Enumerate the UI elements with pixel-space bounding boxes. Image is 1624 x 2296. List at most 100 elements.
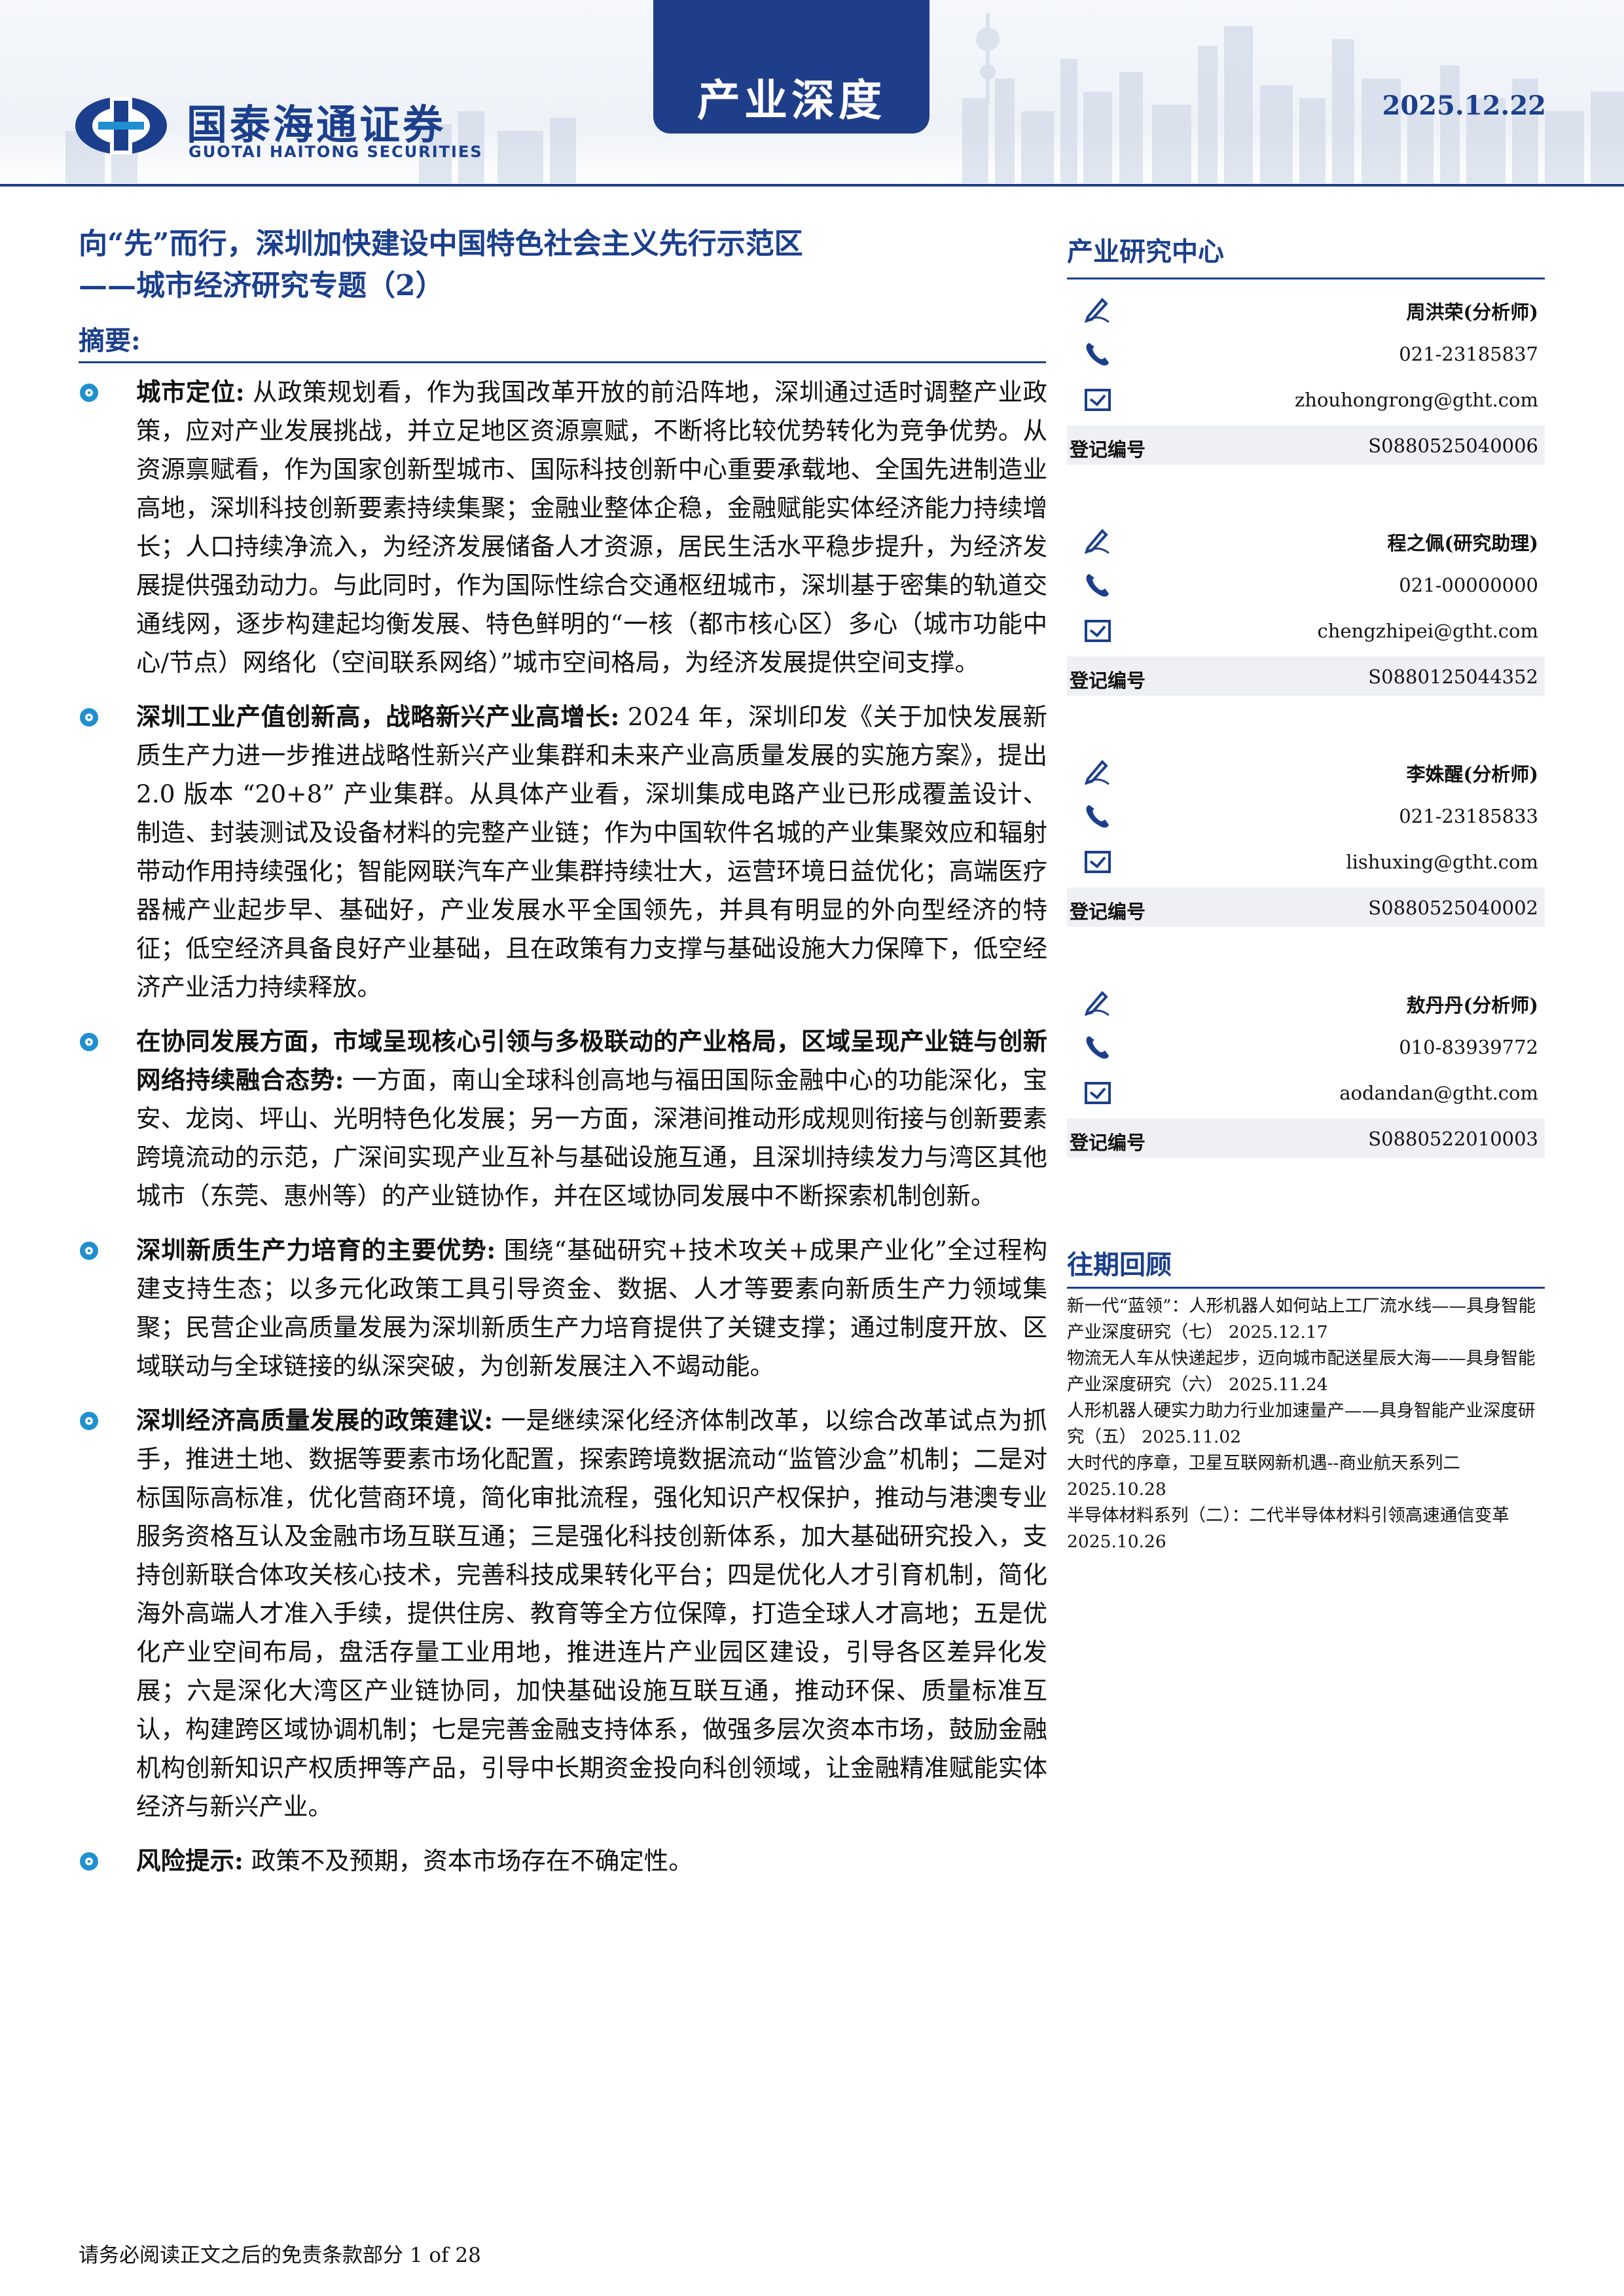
- analyst-name-row: 周洪荣(分析师): [1067, 288, 1545, 327]
- past-report-link[interactable]: 大时代的序章，卫星互联网新机遇--商业航天系列二 2025.10.28: [1067, 1453, 1460, 1499]
- abstract-item-coordination: 在协同发展方面，市域呈现核心引领与多极联动的产业格局，区域呈现产业链与创新网络持…: [79, 1022, 1047, 1215]
- abstract-item-text: 一是继续深化经济体制改革，以综合改革试点为抓手，推进土地、数据等要素市场化配置，…: [136, 1406, 1047, 1821]
- abstract-item-text: 2024 年，深圳印发《关于加快发展新质生产力进一步推进战略性新兴产业集群和未来…: [136, 702, 1048, 1001]
- analyst-email-row[interactable]: lishuxing@gtht.com: [1067, 842, 1545, 881]
- analyst-name: 敖丹丹(分析师): [1406, 994, 1538, 1016]
- abstract-item-lead: 深圳新质生产力培育的主要优势:: [136, 1236, 496, 1265]
- past-reports-list: 新一代“蓝领”：人形机器人如何站上工厂流水线——具身智能产业深度研究（七） 20…: [1067, 1293, 1549, 1555]
- analyst-reg-row: 登记编号 S0880525040002: [1067, 888, 1545, 927]
- analyst-phone: 021-23185833: [1399, 805, 1538, 827]
- bullet-icon: [80, 1242, 98, 1260]
- analyst-name: 周洪荣(分析师): [1406, 301, 1538, 323]
- analyst-card: 敖丹丹(分析师) 010-83939772 aodandan@gtht.com …: [1067, 981, 1545, 1177]
- bullet-icon: [80, 384, 98, 402]
- abstract-label: 摘要:: [79, 325, 141, 356]
- analyst-email-row[interactable]: zhouhongrong@gtht.com: [1067, 380, 1545, 419]
- abstract-item-advantages: 深圳新质生产力培育的主要优势: 围绕“基础研究+技术攻关+成果产业化”全过程构建…: [79, 1231, 1047, 1386]
- pen-icon: [1084, 760, 1110, 785]
- abstract-item-lead: 深圳工业产值创新高，战略新兴产业高增长:: [136, 702, 620, 731]
- analyst-name-row: 程之佩(研究助理): [1067, 519, 1545, 558]
- bullet-icon: [80, 1412, 98, 1430]
- analyst-phone-row: 010-83939772: [1067, 1027, 1545, 1066]
- analyst-email-link[interactable]: aodandan@gtht.com: [1339, 1082, 1538, 1104]
- analyst-name-row: 李姝醒(分析师): [1067, 750, 1545, 789]
- reg-label: 登记编号: [1070, 670, 1146, 692]
- past-report-link[interactable]: 新一代“蓝领”：人形机器人如何站上工厂流水线——具身智能产业深度研究（七） 20…: [1067, 1296, 1536, 1342]
- report-date: 2025.12.22: [1382, 90, 1546, 121]
- analyst-phone: 010-83939772: [1399, 1036, 1538, 1058]
- analyst-name-row: 敖丹丹(分析师): [1067, 981, 1545, 1020]
- past-reports-title: 往期回顾: [1067, 1249, 1172, 1280]
- abstract-item-lead: 风险提示:: [136, 1846, 244, 1875]
- abstract-item-policy: 深圳经济高质量发展的政策建议: 一是继续深化经济体制改革，以综合改革试点为抓手，…: [79, 1401, 1047, 1826]
- email-icon: [1085, 389, 1111, 411]
- analyst-reg-row: 登记编号 S0880522010003: [1067, 1119, 1545, 1158]
- analyst-card: 李姝醒(分析师) 021-23185833 lishuxing@gtht.com…: [1067, 750, 1545, 946]
- email-icon: [1085, 851, 1111, 873]
- header-rule: [0, 184, 1624, 187]
- analyst-email-link[interactable]: zhouhongrong@gtht.com: [1294, 389, 1538, 411]
- guotai-haitong-logo: [75, 97, 167, 154]
- analyst-reg-row: 登记编号 S0880525040006: [1067, 425, 1545, 465]
- abstract-divider: [79, 361, 1046, 363]
- analyst-email-row[interactable]: aodandan@gtht.com: [1067, 1073, 1545, 1112]
- analyst-reg-number: S0880525040002: [1368, 897, 1538, 919]
- analyst-phone-row: 021-23185837: [1067, 334, 1545, 373]
- past-report-link[interactable]: 物流无人车从快递起步，迈向城市配送星辰大海——具身智能产业深度研究（六） 202…: [1067, 1348, 1536, 1395]
- phone-icon: [1086, 1036, 1109, 1059]
- past-report-link[interactable]: 半导体材料系列（二）：二代半导体材料引领高速通信变革 2025.10.26: [1067, 1505, 1509, 1552]
- analyst-card: 程之佩(研究助理) 021-00000000 chengzhipei@gtht.…: [1067, 519, 1545, 715]
- abstract-item-lead: 城市定位:: [136, 378, 245, 406]
- bullet-icon: [80, 1033, 98, 1051]
- bullet-icon: [80, 708, 98, 726]
- reg-label: 登记编号: [1070, 901, 1146, 923]
- abstract-item-text: 围绕“基础研究+技术攻关+成果产业化”全过程构建支持生态；以多元化政策工具引导资…: [136, 1236, 1047, 1380]
- pen-icon: [1084, 529, 1110, 554]
- phone-icon: [1086, 574, 1109, 597]
- analyst-email-row[interactable]: chengzhipei@gtht.com: [1067, 611, 1545, 650]
- reg-label: 登记编号: [1070, 439, 1146, 461]
- analyst-email-link[interactable]: chengzhipei@gtht.com: [1317, 620, 1538, 642]
- abstract-list: 城市定位: 从政策规划看，作为我国改革开放的前沿阵地，深圳通过适时调整产业政策，…: [79, 373, 1047, 1896]
- analyst-phone-row: 021-00000000: [1067, 565, 1545, 604]
- analyst-phone: 021-00000000: [1399, 574, 1538, 596]
- report-type-tab: 产业深度: [653, 0, 929, 134]
- email-icon: [1085, 1082, 1111, 1104]
- pen-icon: [1084, 298, 1110, 323]
- past-report-link[interactable]: 人形机器人硬实力助力行业加速量产——具身智能产业深度研究（五） 2025.11.…: [1067, 1401, 1536, 1447]
- report-title-line1: 向“先”而行，深圳加快建设中国特色社会主义先行示范区: [79, 227, 803, 260]
- city-skyline-image: [65, 13, 1624, 183]
- analyst-name: 程之佩(研究助理): [1387, 532, 1538, 554]
- email-icon: [1085, 620, 1111, 642]
- analyst-name: 李姝醒(分析师): [1406, 763, 1538, 785]
- abstract-item-risk: 风险提示: 政策不及预期，资本市场存在不确定性。: [79, 1842, 1047, 1880]
- report-type-label: 产业深度: [697, 75, 886, 126]
- reg-label: 登记编号: [1070, 1132, 1146, 1154]
- analyst-reg-row: 登记编号 S0880125044352: [1067, 656, 1545, 696]
- abstract-item-text: 政策不及预期，资本市场存在不确定性。: [243, 1846, 693, 1875]
- analyst-card: 周洪荣(分析师) 021-23185837 zhouhongrong@gtht.…: [1067, 288, 1545, 484]
- research-center-divider: [1067, 278, 1545, 279]
- analyst-phone-row: 021-23185833: [1067, 796, 1545, 835]
- past-reports-divider: [1067, 1287, 1545, 1289]
- abstract-item-lead: 深圳经济高质量发展的政策建议:: [136, 1406, 494, 1435]
- abstract-item-text: 从政策规划看，作为我国改革开放的前沿阵地，深圳通过适时调整产业政策，应对产业发展…: [136, 378, 1048, 677]
- analyst-reg-number: S0880125044352: [1368, 666, 1538, 688]
- bullet-icon: [80, 1852, 98, 1871]
- report-title-line2: ——城市经济研究专题（2）: [79, 269, 444, 302]
- analyst-reg-number: S0880522010003: [1368, 1128, 1538, 1150]
- brand-name-en: GUOTAI HAITONG SECURITIES: [189, 143, 483, 161]
- pen-icon: [1084, 991, 1110, 1016]
- abstract-item-city-positioning: 城市定位: 从政策规划看，作为我国改革开放的前沿阵地，深圳通过适时调整产业政策，…: [79, 373, 1047, 682]
- brand-name-cn: 国泰海通证券: [187, 101, 446, 149]
- footer-disclaimer: 请务必阅读正文之后的免责条款部分 1 of 28: [79, 2244, 481, 2267]
- abstract-item-industry: 深圳工业产值创新高，战略新兴产业高增长: 2024 年，深圳印发《关于加快发展新…: [79, 698, 1047, 1007]
- phone-icon: [1086, 805, 1109, 828]
- analyst-email-link[interactable]: lishuxing@gtht.com: [1346, 851, 1538, 873]
- abstract-item-lead: 在协同发展方面，市域呈现核心引领与多极联动的产业格局，区域呈现产业链与创新网络持…: [136, 1027, 1047, 1094]
- phone-icon: [1086, 343, 1109, 366]
- abstract-item-text: 一方面，南山全球科创高地与福田国际金融中心的功能深化，宝安、龙岗、坪山、光明特色…: [136, 1066, 1047, 1210]
- analyst-phone: 021-23185837: [1399, 343, 1538, 365]
- analyst-reg-number: S0880525040006: [1368, 435, 1538, 457]
- research-center-title: 产业研究中心: [1067, 236, 1224, 267]
